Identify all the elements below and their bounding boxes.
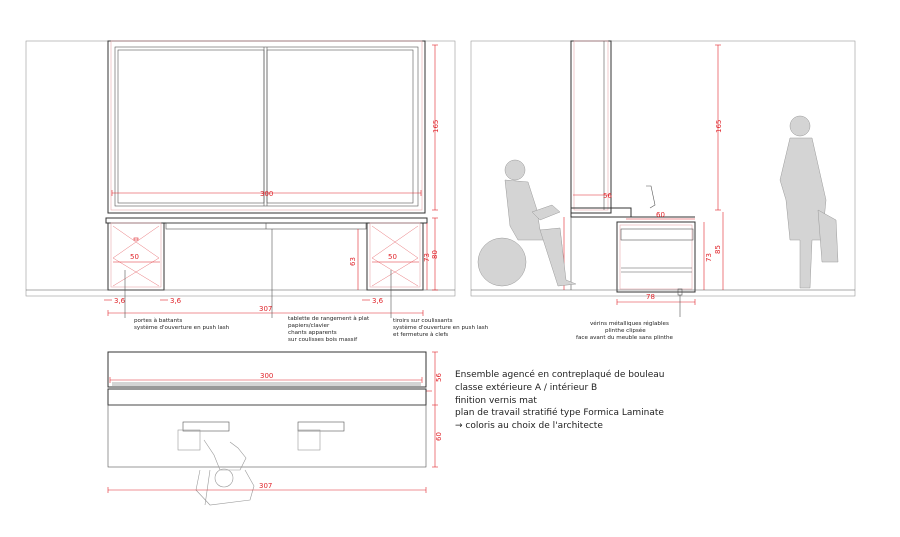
note-portes-1: portes à battants [134, 317, 182, 324]
spec-line-4: plan de travail stratifié type Formica L… [455, 407, 664, 418]
plan-dim-307: 307 [259, 482, 272, 490]
note-tiroirs-2: système d'ouverture en push lash [393, 324, 489, 331]
note-tablette-3: chants apparents [288, 330, 337, 336]
sliding-door-right [266, 49, 414, 204]
side-elevation: 165 56 60 85 73 80 78 [470, 40, 856, 341]
desk-top-side [570, 207, 632, 218]
front-dim-307: 307 [259, 305, 272, 313]
shelf-side [620, 228, 694, 241]
front-dim-3-6-c: 3,6 [372, 297, 384, 305]
side-dim-165: 165 [715, 120, 723, 133]
side-dim-85: 85 [714, 245, 722, 254]
spec-line-3: finition vernis mat [455, 396, 537, 406]
monitor-outline [646, 185, 656, 209]
front-dim-165: 165 [432, 120, 440, 133]
front-dim-3-6-a: 3,6 [114, 297, 126, 305]
upper-cabinet-side [570, 40, 612, 214]
plan-upper-cabinet [107, 351, 427, 388]
front-dim-50-left: 50 [130, 253, 139, 261]
plan-dim-56: 56 [435, 373, 443, 382]
plan-dim-60: 60 [435, 432, 443, 441]
wheelchair-user-figure [477, 159, 577, 287]
spec-line-5: → coloris au choix de l'architecte [455, 421, 603, 431]
side-dim-60: 60 [656, 211, 665, 219]
front-dim-63: 63 [349, 257, 357, 266]
lower-cabinet-side [616, 221, 696, 293]
desk-top [105, 217, 428, 224]
note-tiroirs-1: tiroirs sur coulissants [393, 318, 453, 324]
plan-desk [107, 388, 427, 406]
note-verins-1: vérins métalliques réglables [590, 320, 669, 327]
note-tablette-1: tablette de rangement à plat [288, 315, 370, 322]
note-tablette-4: sur coulisses bois massif [288, 337, 358, 343]
sliding-door-left [117, 49, 265, 204]
front-dim-80: 80 [431, 250, 439, 259]
side-dim-78: 78 [646, 293, 655, 301]
front-dim-50-right: 50 [388, 253, 397, 261]
side-view-frame [470, 40, 856, 297]
plan-dim-300: 300 [260, 372, 273, 380]
note-portes-2: système d'ouverture en push lash [134, 324, 230, 331]
side-dim-56: 56 [603, 192, 612, 200]
side-dim-73: 73 [705, 253, 713, 262]
front-dim-3-6-b: 3,6 [170, 297, 182, 305]
note-tiroirs-3: et fermeture à clefs [393, 331, 448, 338]
spec-line-1: Ensemble agencé en contreplaqué de boule… [455, 369, 664, 380]
specification-text: Ensemble agencé en contreplaqué de boule… [455, 369, 664, 431]
standing-person-figure [779, 115, 839, 289]
seated-person-plan [195, 439, 255, 506]
front-dim-73: 73 [423, 253, 431, 262]
note-tablette-2: papiers/clavier [288, 323, 330, 329]
front-dim-300: 300 [260, 190, 273, 198]
front-elevation: 165 300 50 50 80 73 63 3,6 3,6 3,6 307 p… [25, 40, 489, 343]
note-verins-2: plinthe clipsée [605, 327, 646, 334]
plan-view: 300 56 60 307 [107, 351, 443, 506]
note-verins-3: face avant du meuble sans plinthe [576, 335, 674, 341]
upper-cabinet [107, 40, 426, 214]
plan-desk-top [107, 404, 427, 468]
spec-line-2: classe extérieure A / intérieur B [455, 382, 597, 393]
